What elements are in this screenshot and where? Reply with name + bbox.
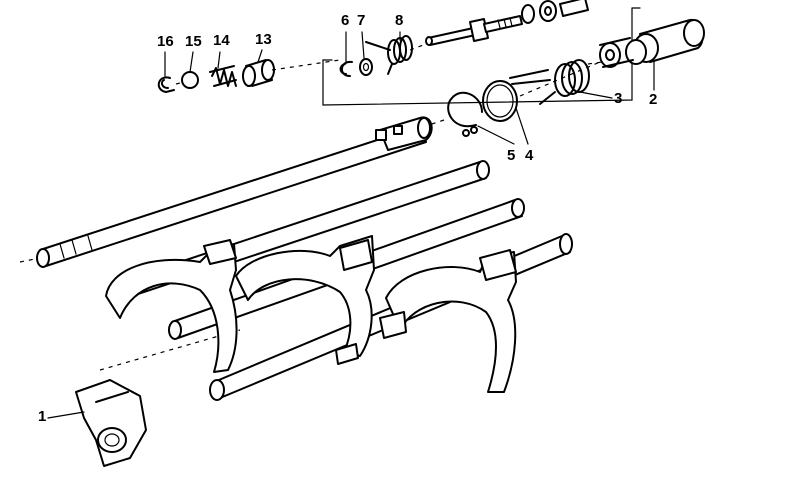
shift-fork-left (105, 239, 238, 373)
part-15-ball (181, 71, 199, 89)
shift-fork-right (379, 249, 517, 393)
part-13-bushing (242, 59, 275, 87)
part-8-spring (365, 35, 413, 75)
part-2-sleeve (599, 18, 705, 68)
callout-13: 13 (255, 31, 272, 48)
part-6-circlip (339, 60, 353, 77)
shift-fork-middle (235, 235, 375, 365)
part-4-ring (482, 80, 518, 122)
callout-8: 8 (395, 12, 404, 29)
part-16-circlip (157, 76, 175, 93)
callout-7: 7 (357, 12, 366, 29)
part-1-shift-finger (75, 379, 147, 467)
leader-lines (47, 31, 655, 419)
callout-4: 4 (525, 147, 534, 164)
callout-3: 3 (614, 90, 623, 107)
group-bracket (322, 7, 641, 106)
part-3-torsion-spring (509, 59, 590, 105)
selector-rod-long (36, 116, 433, 268)
part-7-washer (359, 58, 373, 76)
callout-2: 2 (649, 91, 658, 108)
callout-15: 15 (185, 33, 202, 50)
callout-16: 16 (157, 33, 174, 50)
selector-shaft-upper (425, 0, 589, 46)
callout-5: 5 (507, 147, 516, 164)
assembly-axis-lines (19, 43, 603, 371)
part-5-circlip (447, 91, 483, 137)
callout-6: 6 (341, 12, 350, 29)
callout-1: 1 (38, 408, 47, 425)
part-14-spring (209, 65, 237, 87)
callout-14: 14 (213, 32, 230, 49)
